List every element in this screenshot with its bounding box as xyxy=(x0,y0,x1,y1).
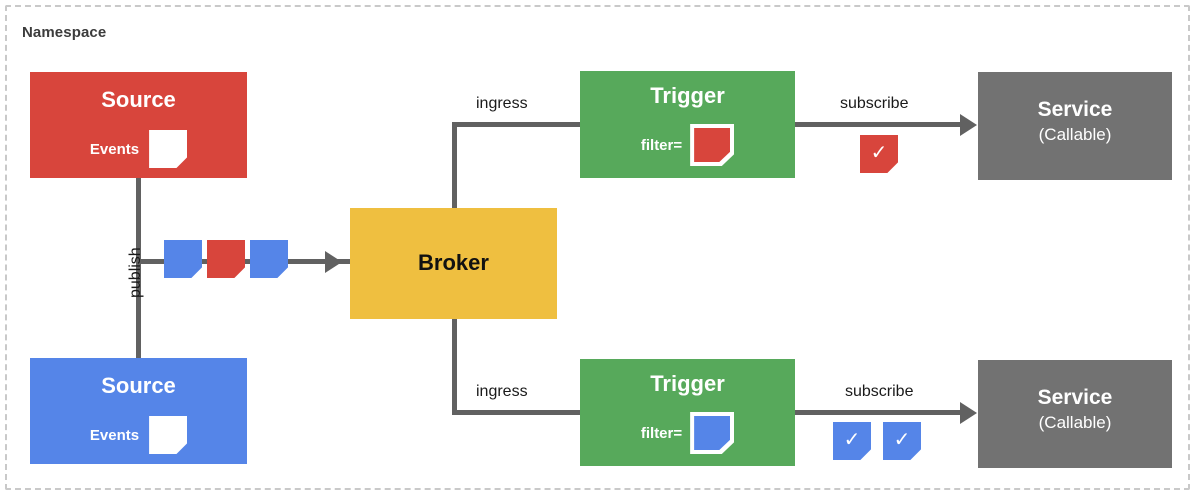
source-red-events-label: Events xyxy=(89,140,140,158)
subscribe-top-line xyxy=(795,122,965,127)
check-card-blue: ✓ xyxy=(833,422,871,460)
subscribe-bottom-arrowhead xyxy=(960,402,977,424)
source-node-red[interactable]: Source Events xyxy=(30,72,247,178)
check-card-red: ✓ xyxy=(860,135,898,173)
trigger-top-title: Trigger xyxy=(650,83,725,108)
event-card-white xyxy=(149,416,188,454)
subscribe-bottom-line xyxy=(795,410,965,415)
source-red-events-row: Events xyxy=(30,129,247,169)
source-blue-events-label: Events xyxy=(89,426,140,444)
trigger-top-filter-label: filter= xyxy=(640,136,683,154)
service-bottom-subtitle: (Callable) xyxy=(1038,413,1112,432)
service-top-subtitle: (Callable) xyxy=(1038,125,1112,144)
broker-title: Broker xyxy=(418,250,489,275)
ingress-bottom-line xyxy=(452,410,584,415)
trigger-bottom-title: Trigger xyxy=(650,371,725,396)
source-red-title: Source xyxy=(101,87,176,112)
event-card-blue xyxy=(164,240,202,278)
trigger-bottom-filter-row: filter= xyxy=(580,411,795,455)
namespace-boundary xyxy=(5,5,1190,490)
filter-event-card-red xyxy=(690,124,735,166)
delivered-top: ✓ xyxy=(860,135,898,173)
service-bottom-title: Service xyxy=(1037,386,1113,409)
source-blue-title: Source xyxy=(101,373,176,398)
publish-arrowhead xyxy=(325,251,342,273)
service-node-top[interactable]: Service (Callable) xyxy=(978,72,1172,180)
trigger-node-top[interactable]: Trigger filter= xyxy=(580,71,795,178)
subscribe-bottom-label: subscribe xyxy=(845,383,914,400)
ingress-bottom-label: ingress xyxy=(476,383,528,400)
broker-node[interactable]: Broker xyxy=(350,208,557,319)
ingress-top-label: ingress xyxy=(476,95,528,112)
delivered-bottom: ✓ ✓ xyxy=(833,422,921,460)
check-card-blue: ✓ xyxy=(883,422,921,460)
publish-trunk-line xyxy=(136,178,141,373)
source-node-blue[interactable]: Source Events xyxy=(30,358,247,464)
subscribe-top-arrowhead xyxy=(960,114,977,136)
trigger-top-filter-row: filter= xyxy=(580,123,795,167)
event-stream xyxy=(164,240,288,278)
event-card-red xyxy=(207,240,245,278)
namespace-label: Namespace xyxy=(22,24,107,41)
trigger-node-bottom[interactable]: Trigger filter= xyxy=(580,359,795,466)
event-card-blue xyxy=(250,240,288,278)
service-top-title: Service xyxy=(1037,98,1113,121)
event-card-white xyxy=(149,130,188,168)
source-blue-events-row: Events xyxy=(30,415,247,455)
ingress-top-line xyxy=(452,122,584,127)
publish-edge-label: publish xyxy=(127,247,144,298)
service-node-bottom[interactable]: Service (Callable) xyxy=(978,360,1172,468)
filter-event-card-blue xyxy=(690,412,735,454)
trigger-bottom-filter-label: filter= xyxy=(640,424,683,442)
subscribe-top-label: subscribe xyxy=(840,95,909,112)
